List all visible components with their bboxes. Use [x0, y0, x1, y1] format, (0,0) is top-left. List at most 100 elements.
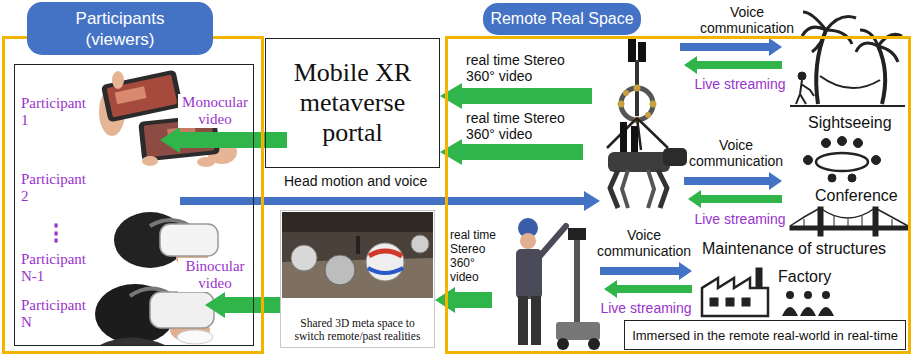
portal-title: Mobile XR metaverse portal: [278, 58, 428, 148]
metaspace-image-part: [368, 268, 403, 273]
tripod-camera-robot-part: [628, 38, 636, 62]
flow-arrow: [440, 83, 592, 109]
metaspace-image-part: [411, 235, 429, 253]
phone-photo-part: [197, 157, 215, 167]
scene-label: Conference: [815, 187, 898, 205]
operator-and-robot-part: [556, 322, 600, 340]
metaspace-image-part: [282, 212, 433, 232]
workers-icon-part: [786, 291, 794, 299]
conference-icon-part: [816, 153, 868, 171]
operator-and-robot-part: [568, 228, 586, 240]
tripod-camera-robot-part: [637, 118, 668, 148]
voice-arrows-part: [680, 38, 782, 56]
arrow-label: real time Stereo 360° video: [466, 52, 591, 84]
operator-and-robot-part: [531, 296, 541, 345]
phone-photo-part-part: [115, 86, 147, 104]
region-heading: Participants (viewers): [61, 8, 179, 50]
statement-text: Immersed in the remote real-world in rea…: [632, 328, 898, 343]
voice-label: Voice communication: [686, 137, 786, 169]
heading-pill: Remote Real Space: [483, 3, 641, 35]
metaspace-image-part: [356, 236, 360, 254]
heading-pill: Participants (viewers): [27, 2, 213, 55]
sightseeing-icon-part: [878, 46, 885, 104]
statement-box: Immersed in the remote real-world in rea…: [624, 320, 906, 350]
operator-and-robot-part: [588, 338, 600, 350]
participant-label: Participant N: [21, 297, 93, 331]
conference-icon-part: [848, 174, 856, 182]
scene-label: Factory: [778, 268, 831, 286]
conference-icon-part: [828, 174, 836, 182]
workers-icon: [782, 291, 834, 316]
flow-arrow: [205, 292, 280, 318]
flow-arrow: [440, 139, 583, 165]
bridge-icon-part: [790, 208, 820, 226]
metaspace-image-part: [369, 251, 402, 256]
phone-photo-part: [112, 71, 124, 89]
phone-photo-part: [101, 70, 183, 123]
workers-icon-part: [782, 307, 798, 316]
metaspace-image-part: [325, 255, 355, 285]
phone-photo-part: [142, 156, 158, 166]
tripod-camera-robot-part: [638, 42, 646, 62]
flow-arrow: [435, 287, 492, 313]
quadruped-robot-part: [658, 170, 667, 208]
tripod-camera-robot-part: [618, 101, 625, 108]
streaming-arrows-part: [688, 190, 782, 208]
stream-label: Live streaming: [690, 211, 790, 227]
headset-photo-part: [150, 292, 214, 328]
quadruped-robot-part: [608, 152, 670, 172]
phone-photo-part-part: [101, 70, 183, 123]
sightseeing-icon-part: [796, 80, 814, 104]
sightseeing-icon-part: [826, 17, 856, 31]
factory-icon-part: [710, 298, 718, 306]
scene-label: Maintenance of structures: [702, 240, 886, 258]
ellipsis-mark: ⋮: [45, 221, 67, 245]
factory-icon-part: [726, 298, 734, 306]
streaming-arrows-part: [684, 56, 782, 74]
headset-photo-part: [177, 330, 213, 344]
operator-and-robot-part: [540, 226, 566, 256]
operator-and-robot-part: [518, 296, 528, 345]
bridge-icon-part: [820, 208, 875, 218]
conference-icon: [804, 137, 881, 183]
metaspace-image-part: [282, 212, 433, 298]
bridge-icon: [790, 207, 908, 236]
arrow-label: Head motion and voice: [284, 173, 440, 189]
tripod-camera-robot-part: [621, 88, 653, 120]
bridge-icon-part: [873, 207, 878, 236]
quadruped-robot-part: [631, 126, 638, 154]
conference-icon-part: [804, 156, 813, 165]
scene-label: Sightseeing: [808, 114, 892, 132]
conference-icon-part: [872, 156, 881, 165]
arrow-label: real time Stereo 360° video: [466, 110, 591, 142]
stream-label: Live streaming: [690, 76, 790, 92]
stream-label: Live streaming: [596, 300, 696, 316]
headset-photo-part: [160, 224, 218, 256]
factory-icon-part: [756, 268, 762, 288]
participant-label: Participant 1: [21, 95, 93, 129]
operator-and-robot-part: [574, 238, 580, 326]
arrow-label: real time Stereo 360° video: [450, 228, 502, 284]
participant-label: Participant N-1: [21, 251, 93, 285]
quadruped-robot-part: [622, 170, 628, 208]
workers-icon-part: [822, 291, 830, 299]
sightseeing-icon: [790, 12, 905, 106]
sightseeing-icon-part: [856, 43, 878, 52]
voice-arrows-part: [684, 172, 782, 190]
participants-region: Participants (viewers)Participant 1Parti…: [2, 36, 264, 354]
conference-icon-part: [854, 139, 863, 148]
bridge-icon-part: [818, 207, 823, 236]
sightseeing-icon-part: [820, 76, 880, 88]
metaspace-image-part: [291, 245, 317, 271]
arrow-label: Monocular video: [178, 94, 252, 128]
sightseeing-icon-part: [812, 30, 826, 52]
headset-photo-part: [100, 338, 165, 346]
conference-icon-part: [822, 139, 831, 148]
metaspace-image-part: [366, 243, 404, 281]
quadruped-robot-part: [663, 148, 687, 166]
tripod-camera-robot-part: [634, 85, 641, 92]
metaspace-image: [282, 212, 433, 298]
streaming-arrows-part: [604, 280, 692, 298]
quadruped-robot-part: [648, 170, 654, 208]
sightseeing-icon-part: [790, 105, 905, 107]
